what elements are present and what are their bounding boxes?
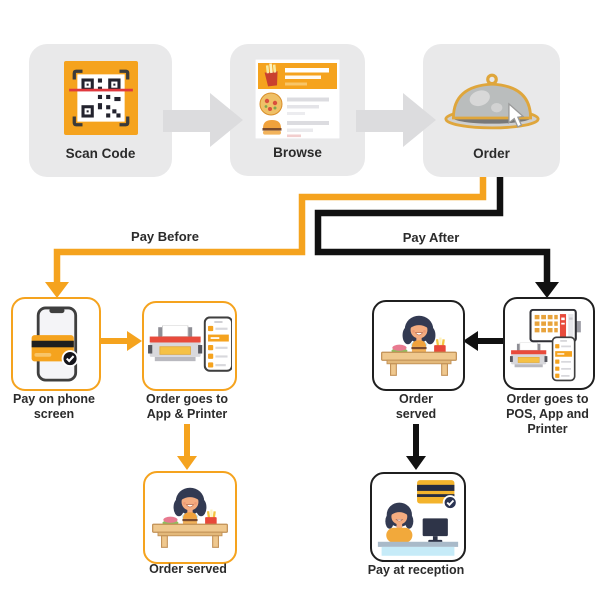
branch-label-pay-before: Pay Before [131,229,199,244]
diner-table-icon [150,483,230,553]
diner-table-icon [379,311,459,381]
flow-box-pay-on-phone [11,297,101,391]
flow-box-pay-at-reception [370,472,466,562]
caption-order-served-before: Order served [149,562,227,576]
pay-after-arrowhead [535,282,559,298]
flow-box-order-to-app-printer [142,301,237,391]
arrow-served-to-reception-head [406,456,426,470]
menu-card-icon [255,59,340,139]
flow-box-order-served-before [143,471,237,564]
caption-order-to-app-printer: Order goes to App & Printer [146,392,228,421]
step-box-scan-code: Scan Code [29,44,172,177]
arrow-printer-to-served-head [177,456,197,470]
phone-card-icon [26,306,86,383]
step-box-browse: Browse [230,44,365,176]
pay-before-arrowhead [45,282,69,298]
caption-order-to-pos: Order goes to POS, App and Printer [506,392,589,436]
reception-desk-icon [376,479,460,556]
step-box-order: Order [423,44,560,177]
arrow-phone-to-printer-head [127,331,142,351]
step-label-scan-code: Scan Code [65,146,136,161]
arrow-pos-to-served-head [463,331,478,351]
branch-label-pay-after: Pay After [402,230,460,245]
qr-scan-icon [64,61,138,135]
pos-printer-phone-icon [509,305,589,382]
caption-pay-at-reception: Pay at reception [367,563,465,577]
caption-pay-on-phone: Pay on phone screen [13,392,95,421]
caption-order-served-after: Order served [395,392,437,421]
step-label-browse: Browse [273,145,322,160]
flow-box-order-to-pos [503,297,595,390]
step-label-order: Order [473,146,510,161]
cloche-icon [440,70,544,134]
flow-box-order-served-after [372,300,465,391]
printer-phone-icon [148,310,232,383]
